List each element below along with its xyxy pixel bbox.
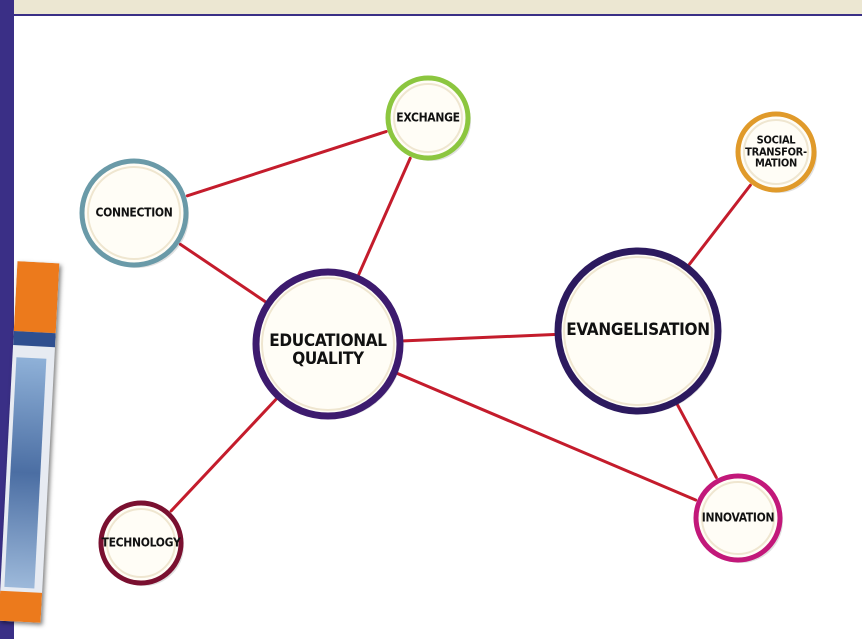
node-exchange [385, 75, 471, 161]
quality-word: QUALITY [292, 349, 364, 369]
node-label-innovation: INNOVATION [701, 510, 775, 525]
node-innovation [693, 473, 783, 563]
node-label-social-transformation: SOCIAL TRANSFOR- MATION [745, 133, 807, 170]
node-connection [79, 158, 189, 268]
edge-educational_quality-evangelisation [402, 333, 556, 343]
node-educational_quality [252, 268, 404, 420]
node-technology [98, 500, 184, 586]
node-label-technology: TECHNOLOGY [101, 535, 181, 550]
edge-connection-educational_quality [178, 242, 267, 303]
edge-evangelisation-social_transformation [687, 183, 752, 266]
node-label-connection: CONNECTION [95, 205, 173, 220]
diagram-canvas: EXCHANGE CONNECTION EDUCATIONAL QUALITY … [0, 16, 862, 639]
concept-map [79, 75, 817, 586]
node-social_transformation [735, 111, 817, 193]
top-banner [0, 0, 862, 16]
edge-connection-exchange [185, 130, 388, 198]
edge-exchange-educational_quality [357, 156, 412, 276]
edge-educational_quality-technology [169, 397, 278, 513]
node-evangelisation [554, 247, 722, 415]
edge-evangelisation-innovation [676, 403, 718, 479]
educational-word: EDUCATIONAL [269, 331, 387, 352]
edge-educational_quality-innovation [396, 372, 698, 502]
node-label-educational-quality: EDUCATIONAL QUALITY [269, 331, 387, 369]
node-label-evangelisation: EVANGELISATION [566, 320, 710, 341]
node-label-exchange: EXCHANGE [396, 110, 460, 125]
